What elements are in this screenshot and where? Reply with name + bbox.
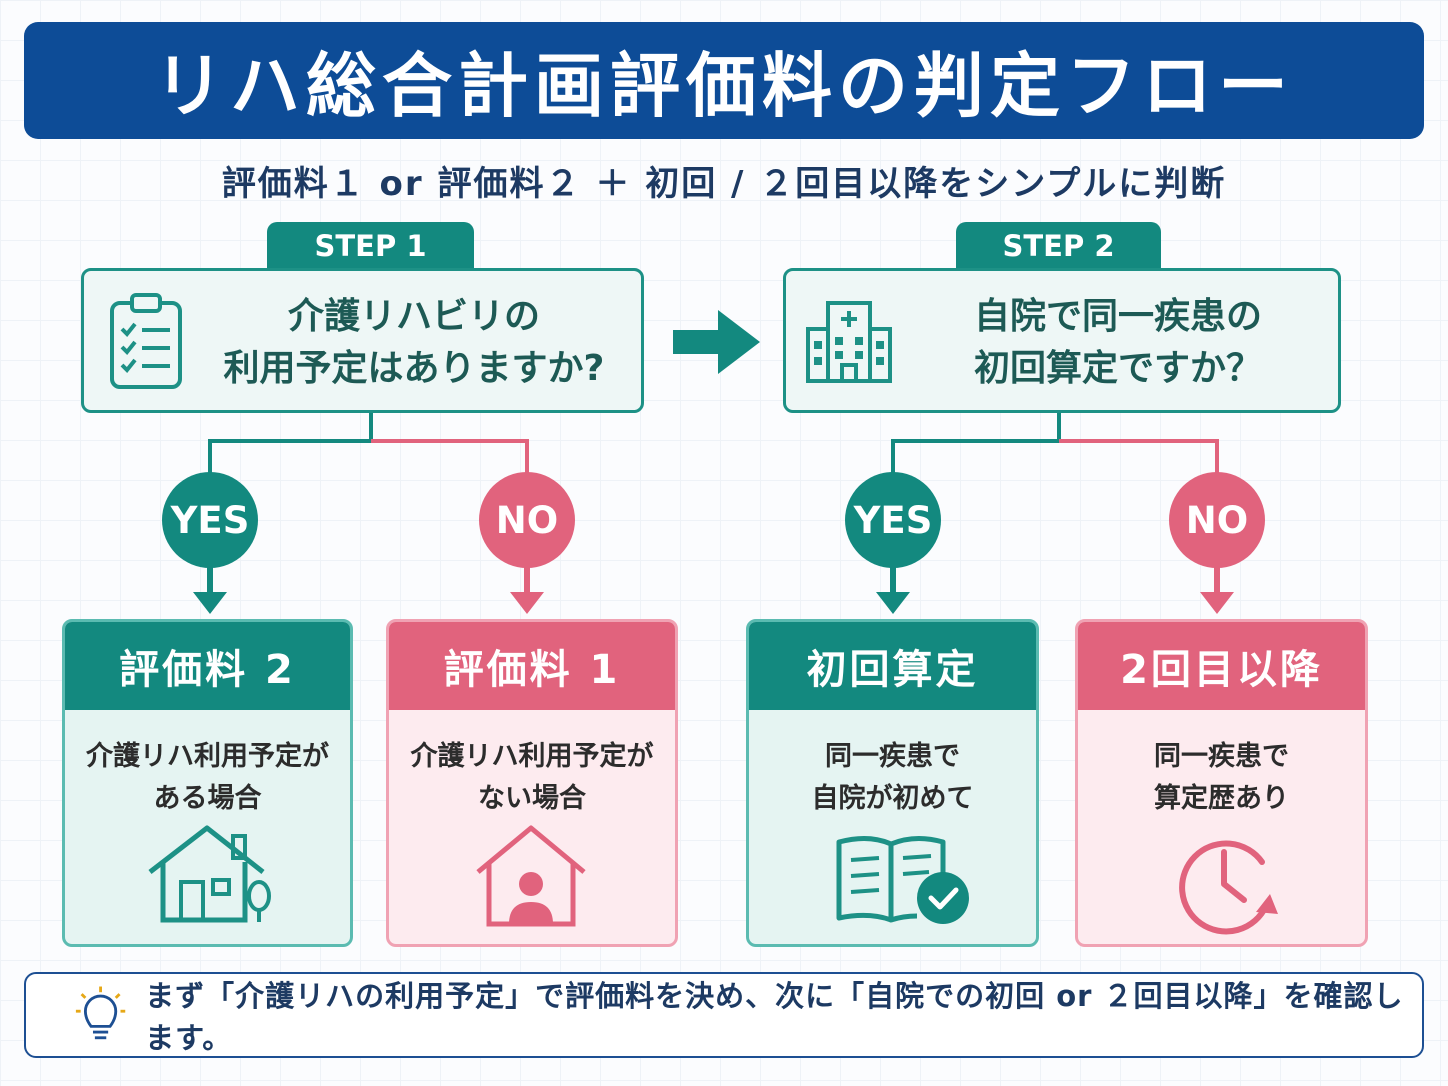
step1-tab: STEP 1 bbox=[267, 222, 474, 270]
step2-yes-arrowhead bbox=[876, 592, 910, 614]
step1-no-connector bbox=[371, 439, 529, 478]
result-title-fee2: 評価料 2 bbox=[65, 622, 350, 710]
result-card-first: 初回算定 同一疾患で 自院が初めて bbox=[746, 619, 1039, 947]
hospital-icon bbox=[806, 301, 892, 383]
result-desc-fee2: 介護リハ利用予定が ある場合 bbox=[65, 736, 350, 820]
result-card-repeat: 2回目以降 同一疾患で 算定歴あり bbox=[1075, 619, 1368, 947]
step2-question: 自院で同一疾患の 初回算定ですか？ bbox=[898, 291, 1338, 395]
result-desc-repeat-line1: 同一疾患で bbox=[1154, 741, 1289, 772]
step2-yes-connector bbox=[891, 412, 1061, 478]
title-banner: リハ総合計画評価料の判定フロー bbox=[24, 22, 1424, 139]
step2-question-box: 自院で同一疾患の 初回算定ですか？ bbox=[783, 268, 1341, 413]
step2-tab: STEP 2 bbox=[956, 222, 1161, 270]
step1-yes-connector bbox=[208, 412, 373, 478]
tip-note-text: まず「介護リハの利用予定」で評価料を決め、次に「自院での初回 or ２回目以降」… bbox=[145, 979, 1404, 1055]
step2-yes-badge: YES bbox=[845, 472, 941, 568]
result-desc-fee2-line2: ある場合 bbox=[153, 783, 262, 814]
page-subtitle: 評価料１ or 評価料２ ＋ 初回 / ２回目以降をシンプルに判断 bbox=[221, 164, 1227, 204]
result-card-fee2: 評価料 2 介護リハ利用予定が ある場合 bbox=[62, 619, 353, 947]
step1-yes-badge: YES bbox=[162, 472, 258, 568]
clipboard-checklist-icon bbox=[110, 293, 182, 389]
book-check-icon bbox=[836, 836, 969, 924]
step-transition-arrow bbox=[673, 310, 760, 374]
result-desc-first-line2: 自院が初めて bbox=[811, 783, 974, 814]
result-desc-fee1-line1: 介護リハ利用予定が bbox=[410, 741, 654, 772]
step1-no-arrowhead bbox=[510, 592, 544, 614]
result-title-first: 初回算定 bbox=[749, 622, 1036, 710]
clock-repeat-icon bbox=[1179, 840, 1278, 935]
result-desc-fee2-line1: 介護リハ利用予定が bbox=[86, 741, 329, 772]
house-with-tree-icon bbox=[148, 825, 271, 923]
step1-no-badge: NO bbox=[479, 472, 575, 568]
step1-question: 介護リハビリの 利用予定はありますか? bbox=[194, 291, 634, 395]
result-card-fee1: 評価料 1 介護リハ利用予定が ない場合 bbox=[386, 619, 678, 947]
result-desc-fee1: 介護リハ利用予定が ない場合 bbox=[389, 736, 675, 820]
result-desc-repeat: 同一疾患で 算定歴あり bbox=[1078, 736, 1365, 820]
tip-note: まず「介護リハの利用予定」で評価料を決め、次に「自院での初回 or ２回目以降」… bbox=[24, 972, 1424, 1058]
step1-question-line1: 介護リハビリの bbox=[287, 296, 540, 337]
step1-question-line2: 利用予定はありますか? bbox=[223, 348, 605, 389]
result-desc-repeat-line2: 算定歴あり bbox=[1154, 783, 1289, 814]
result-desc-first: 同一疾患で 自院が初めて bbox=[749, 736, 1036, 820]
step2-no-badge: NO bbox=[1169, 472, 1265, 568]
step2-question-line1: 自院で同一疾患の bbox=[973, 296, 1262, 337]
step1-yes-arrowhead bbox=[193, 592, 227, 614]
step2-question-line2: 初回算定ですか？ bbox=[973, 348, 1262, 389]
lightbulb-icon bbox=[75, 986, 126, 1040]
result-desc-fee1-line2: ない場合 bbox=[478, 783, 586, 814]
page-title: リハ総合計画評価料の判定フロー bbox=[154, 45, 1294, 127]
house-with-person-icon bbox=[476, 825, 586, 927]
result-title-fee1: 評価料 1 bbox=[389, 622, 675, 710]
result-desc-first-line1: 同一疾患で bbox=[825, 741, 960, 772]
step1-question-box: 介護リハビリの 利用予定はありますか? bbox=[81, 268, 644, 413]
result-title-repeat: 2回目以降 bbox=[1078, 622, 1365, 710]
step2-no-arrowhead bbox=[1200, 592, 1234, 614]
step2-no-connector bbox=[1059, 439, 1219, 478]
